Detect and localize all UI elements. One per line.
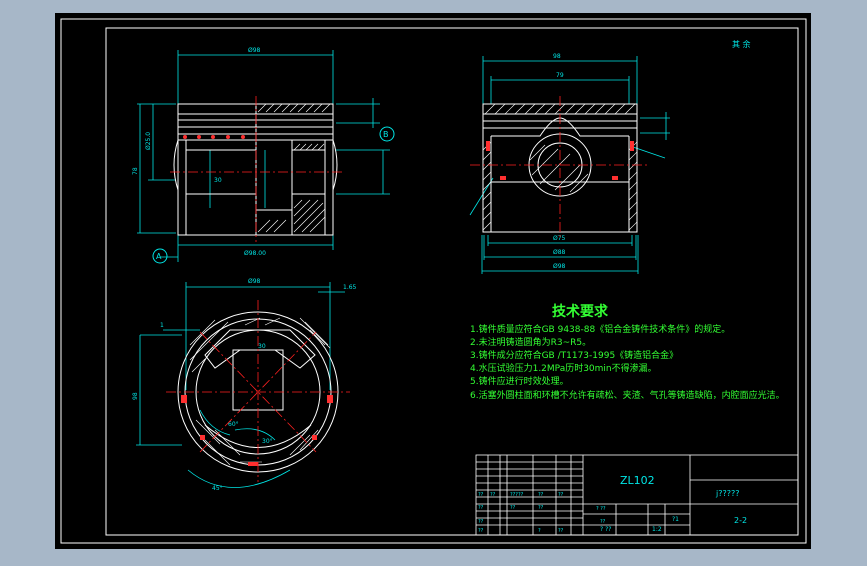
title-cell-a5: ??	[558, 492, 564, 498]
plan-view: Ø98 1.65 1 98 45° 30° 60° 30	[132, 278, 357, 492]
front-section-view: Ø98 Ø25.0 78 Ø98.00 30	[132, 47, 395, 264]
tech-item-2: 2.未注明铸造圆角为R3~R5。	[470, 336, 591, 348]
title-part-name: j?????	[715, 489, 739, 498]
datum-b-label: B	[383, 130, 389, 139]
datum-b-symbol	[379, 126, 395, 142]
title-qty: ?1	[672, 516, 679, 523]
tech-title: 技术要求	[552, 303, 609, 320]
title-material: ZL102	[620, 474, 655, 487]
side-red-marks	[486, 141, 634, 180]
plan-section-hatch	[189, 317, 331, 466]
front-view-dimensions	[137, 50, 390, 262]
drawing-background	[55, 13, 811, 549]
dim-left-height-1: Ø25.0	[145, 132, 152, 150]
datum-a-symbol	[152, 248, 168, 264]
dim-plan-left: 1	[160, 322, 164, 329]
title-cell-a4: ??	[538, 492, 544, 498]
dim-bottom-width: Ø98.00	[244, 250, 266, 257]
tech-item-4: 4.水压试验压力1.2MPa历时30min不得渗漏。	[470, 362, 657, 374]
title-scale-value: 1:2	[652, 526, 662, 533]
plan-view-dimensions	[136, 282, 345, 488]
dim-side-bottom-2: Ø88	[553, 249, 566, 256]
tech-item-3: 3.铸件成分应符合GB /T1173-1995《铸造铝合金》	[470, 349, 678, 361]
title-cell-b1: ??	[478, 505, 484, 511]
tech-item-1: 1.铸件质量应符合GB 9438-88《铝合金铸件技术条件》的规定。	[470, 323, 730, 335]
title-cell-a2: ??	[490, 492, 496, 498]
title-cell-a1: ??	[478, 492, 484, 498]
dim-angle-3: 60°	[228, 421, 239, 428]
dim-side-bottom-3: Ø98	[553, 263, 566, 270]
title-cell-c3: ?	[538, 528, 541, 534]
dim-inner-span: 30	[258, 343, 266, 350]
ring-groove-marks	[183, 135, 245, 139]
dim-top-width: Ø98	[248, 47, 261, 54]
dim-angle-2: 30°	[262, 438, 273, 445]
dim-side-inner: 79	[556, 72, 564, 79]
title-cell-c4: ??	[558, 528, 564, 534]
title-cell-c1: ??	[478, 519, 484, 525]
inner-frame	[105, 27, 799, 536]
corner-note: 其 余	[732, 39, 751, 49]
title-block	[475, 454, 799, 536]
side-view-dimensions	[469, 56, 670, 274]
title-weight: ? ??	[600, 526, 611, 533]
title-sheet-info: ??	[600, 519, 606, 525]
tech-item-5: 5.铸件应进行时效处理。	[470, 375, 569, 387]
tech-item-6: 6.活塞外圆柱面和环槽不允许有疏松、夹渣、气孔等铸造缺陷，内腔面应光洁。	[470, 389, 785, 401]
dim-plan-height: 98	[132, 392, 139, 400]
dim-plan-right: 1.65	[343, 284, 357, 291]
dim-left-height-2: 78	[132, 167, 139, 175]
datum-a-label: A	[156, 252, 162, 261]
side-section-view: 98 79 Ø75 Ø88 Ø98	[469, 53, 670, 274]
side-center-lines	[470, 96, 650, 240]
dim-side-bottom-1: Ø75	[553, 235, 566, 242]
title-cell-c2: ??	[478, 528, 484, 534]
dim-mid: 30	[214, 177, 222, 184]
title-cell-a3: ?????	[510, 492, 524, 498]
title-cell-b2: ??	[510, 505, 516, 511]
front-section-hatch	[257, 103, 331, 233]
title-scale-label: ? ??	[596, 506, 606, 512]
technical-requirements: 技术要求 1.铸件质量应符合GB 9438-88《铝合金铸件技术条件》的规定。 …	[470, 303, 785, 401]
front-center-lines	[170, 96, 345, 242]
plan-red-marks	[181, 395, 333, 466]
plan-center-lines	[166, 300, 350, 482]
dim-angle-1: 45°	[212, 485, 223, 492]
title-cell-b3: ??	[538, 505, 544, 511]
dim-plan-width: Ø98	[248, 278, 261, 285]
title-drawing-code: 2-2	[734, 516, 747, 525]
side-section-hatch	[482, 103, 638, 231]
dim-side-top: 98	[553, 53, 561, 60]
outer-frame	[60, 18, 807, 544]
